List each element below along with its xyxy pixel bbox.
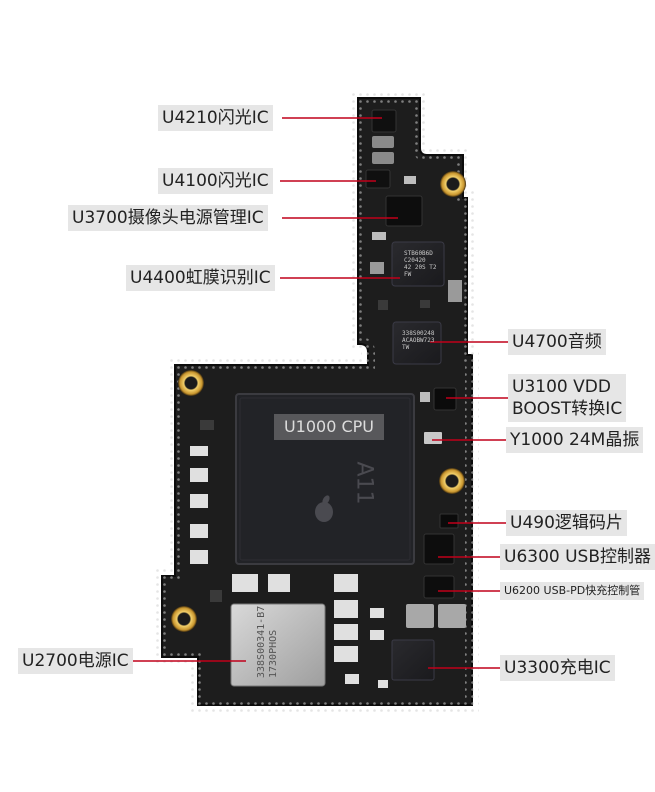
- mount-hole-2: [178, 370, 204, 396]
- chip-u3300: [391, 639, 435, 681]
- board-edge-vias: [155, 91, 479, 712]
- label-u4210: U4210闪光IC: [158, 105, 273, 131]
- label-u3100: U3100 VDD BOOST转换IC: [508, 374, 627, 422]
- label-y1000: Y1000 24M晶振: [506, 427, 644, 453]
- chip-u6300: [423, 533, 455, 565]
- chip-u4700: [392, 321, 442, 365]
- cpu-logo-text: A11: [351, 461, 377, 505]
- chip-u3100: [433, 387, 457, 411]
- passive-pads: [190, 446, 388, 688]
- chip-u2700: [230, 603, 326, 687]
- label-u6300: U6300 USB控制器: [500, 544, 655, 570]
- mount-hole-4: [171, 606, 197, 632]
- chip-u4400: [391, 241, 445, 287]
- leader-lines: [128, 117, 508, 669]
- cpu-label: U1000 CPU: [274, 414, 384, 440]
- label-u3700: U3700摄像头电源管理IC: [68, 205, 268, 231]
- label-u490: U490逻辑码片: [506, 510, 627, 536]
- chip-marking-u4700: 338S00248 ACAOBW723 TW: [402, 330, 435, 351]
- label-u4400: U4400虹膜识别IC: [126, 265, 275, 291]
- cpu-package: [235, 393, 415, 565]
- apple-logo-icon: [315, 495, 333, 522]
- label-u6200: U6200 USB-PD快充控制管: [500, 582, 645, 600]
- chip-u6200: [423, 575, 455, 599]
- mount-hole-3: [439, 468, 465, 494]
- label-u4100: U4100闪光IC: [158, 168, 273, 194]
- chip-u4210: [371, 109, 397, 133]
- chip-u3700: [385, 195, 423, 227]
- chip-marking-u2700: 338S00341-B7 1730PHOS: [256, 605, 279, 678]
- label-u3300: U3300充电IC: [500, 655, 615, 681]
- mount-hole-1: [440, 171, 466, 197]
- label-u4700: U4700音频: [508, 329, 606, 355]
- label-u2700: U2700电源IC: [18, 648, 133, 674]
- chip-y1000: [424, 432, 442, 444]
- chip-marking-u4400: STB60B6D C20420 42 20S T2 FW: [404, 250, 437, 278]
- chip-u4100: [365, 169, 391, 189]
- chip-u490: [439, 513, 459, 529]
- logic-board-diagram: [128, 91, 508, 712]
